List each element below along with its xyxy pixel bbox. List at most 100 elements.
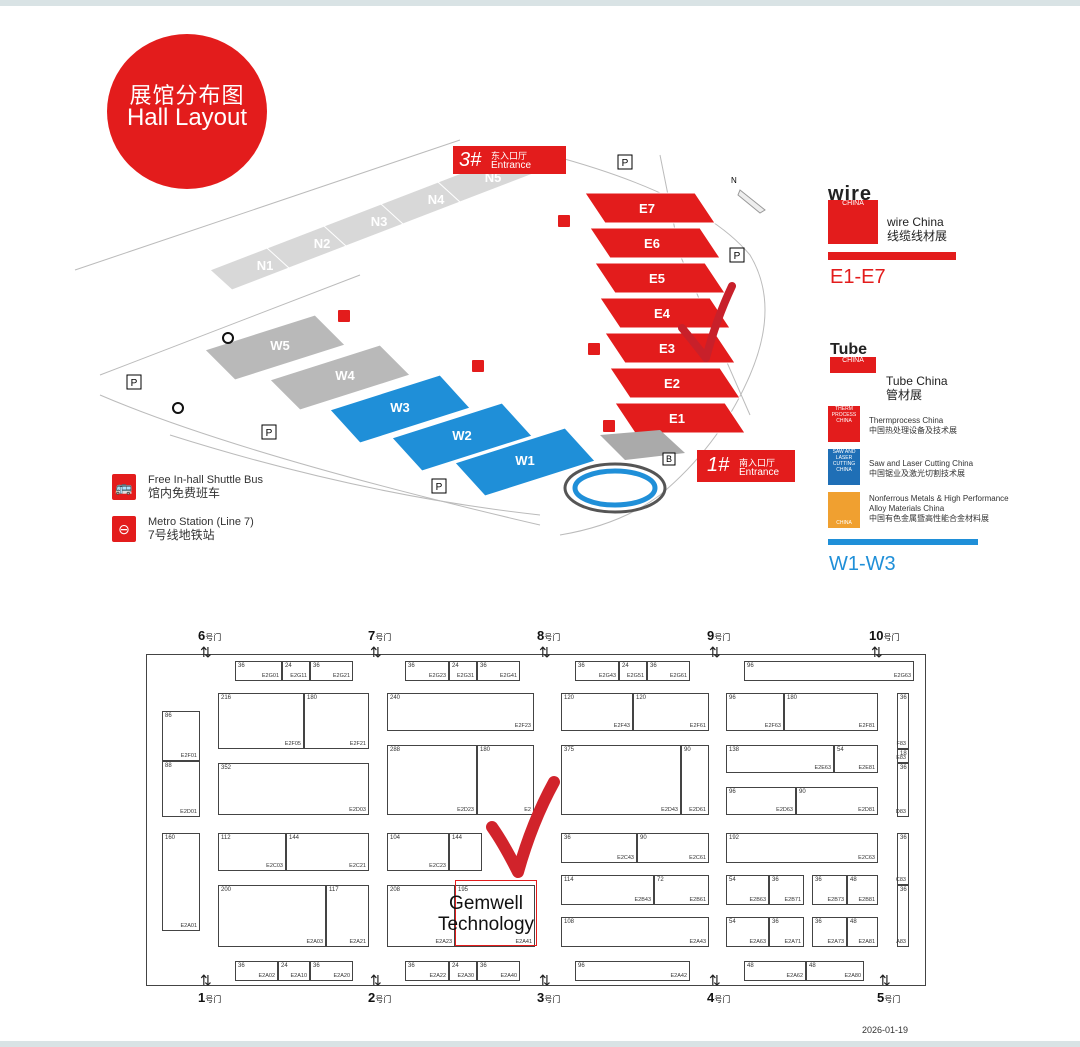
legend-metro-en: Metro Station (Line 7): [148, 516, 254, 528]
gate-top-7[interactable]: 7号门: [368, 628, 391, 643]
gate-top-8[interactable]: 8号门: [537, 628, 560, 643]
booth-id: E2F43: [613, 723, 630, 729]
hall-e1-label: E1: [669, 411, 685, 426]
date-stamp: 2026-01-19: [862, 1025, 909, 1035]
gate-bottom-1[interactable]: 1号门: [198, 990, 221, 1005]
wire-name-zh: 线缆线材展: [887, 229, 948, 243]
hall-layout-title: 展馆分布图 Hall Layout: [107, 34, 267, 189]
compass-icon: N: [731, 176, 766, 214]
booth-id: E2A42: [670, 973, 687, 979]
booth-size: 36: [408, 963, 415, 969]
booth[interactable]: 144: [449, 833, 482, 871]
hall-e7-label: E7: [639, 201, 655, 216]
booth-id: E2E81: [858, 765, 875, 771]
booth-size: 36: [578, 663, 585, 669]
booth-id: E2A10: [290, 973, 307, 979]
gate-top-6[interactable]: 6号门: [198, 628, 221, 643]
saw-laser-badge: SAW AND LASER CUTTING CHINA: [828, 449, 860, 485]
gate-top-10[interactable]: 10号门: [869, 628, 899, 643]
gate-suffix: 号门: [883, 633, 900, 642]
booth-size: 240: [390, 695, 401, 701]
hall-w2: [391, 402, 533, 472]
gemwell-technology-label: Gemwell Technology: [428, 893, 544, 935]
gate-bottom-3[interactable]: 3号门: [537, 990, 560, 1005]
booth-id: E2D61: [689, 807, 706, 813]
gate-bottom-4[interactable]: 4号门: [707, 990, 730, 1005]
booth-size: 104: [390, 835, 401, 841]
gate-bottom-2[interactable]: 2号门: [368, 990, 391, 1005]
booth-size: 90: [799, 789, 806, 795]
gate-bottom-5[interactable]: 5号门: [877, 990, 900, 1005]
gate-top-9[interactable]: 9号门: [707, 628, 730, 643]
booth-size: 36: [900, 887, 907, 893]
shuttle-loop: [563, 462, 667, 514]
